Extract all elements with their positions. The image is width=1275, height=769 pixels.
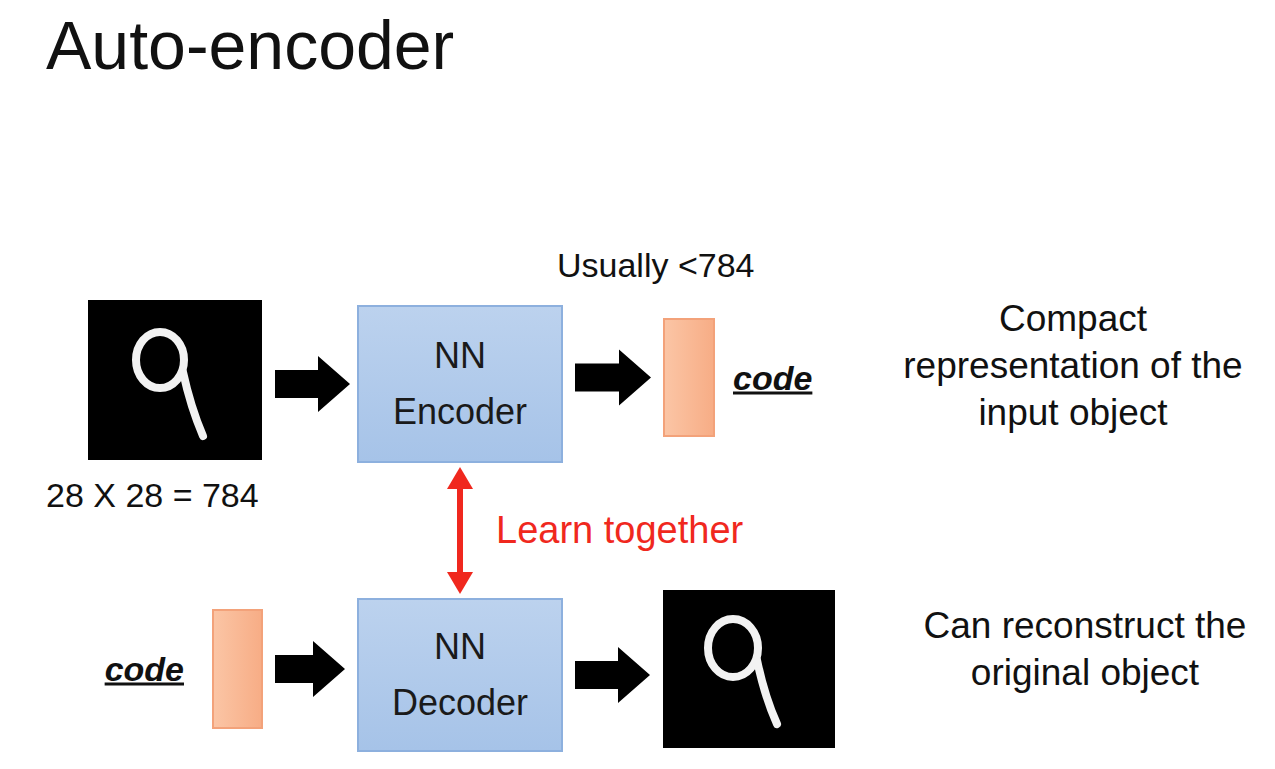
input-digit-stroke: [136, 332, 203, 436]
block-arrow: [275, 356, 350, 412]
arrow-head: [447, 572, 473, 594]
code-vector: code: [663, 318, 715, 437]
box-label: NN Decoder: [378, 619, 543, 731]
box-label: NN Encoder: [378, 328, 543, 440]
text-label: Compact representation of the input obje…: [903, 296, 1243, 437]
arrow-shaft: [457, 485, 463, 576]
double-arrow: [447, 467, 473, 594]
title: Auto-encoder: [46, 6, 454, 84]
text-label: Can reconstruct the original object: [915, 603, 1255, 697]
output-digit-image: [663, 590, 835, 748]
encoder-box: NN Encoder: [357, 305, 563, 463]
arrow-head: [447, 467, 473, 489]
output-digit-stroke: [708, 619, 777, 724]
code-label: code: [733, 358, 812, 397]
edge-label: Learn together: [494, 509, 745, 552]
input-digit-image: [88, 300, 262, 460]
block-arrow: [275, 641, 345, 697]
decoder-box: NN Decoder: [357, 598, 563, 752]
block-arrow: [575, 647, 650, 703]
text-label: 28 X 28 = 784: [46, 474, 346, 517]
code-vector: code: [212, 609, 263, 729]
text-label: Usually <784: [557, 244, 857, 287]
code-label: code: [105, 650, 184, 689]
block-arrow: [575, 350, 651, 406]
